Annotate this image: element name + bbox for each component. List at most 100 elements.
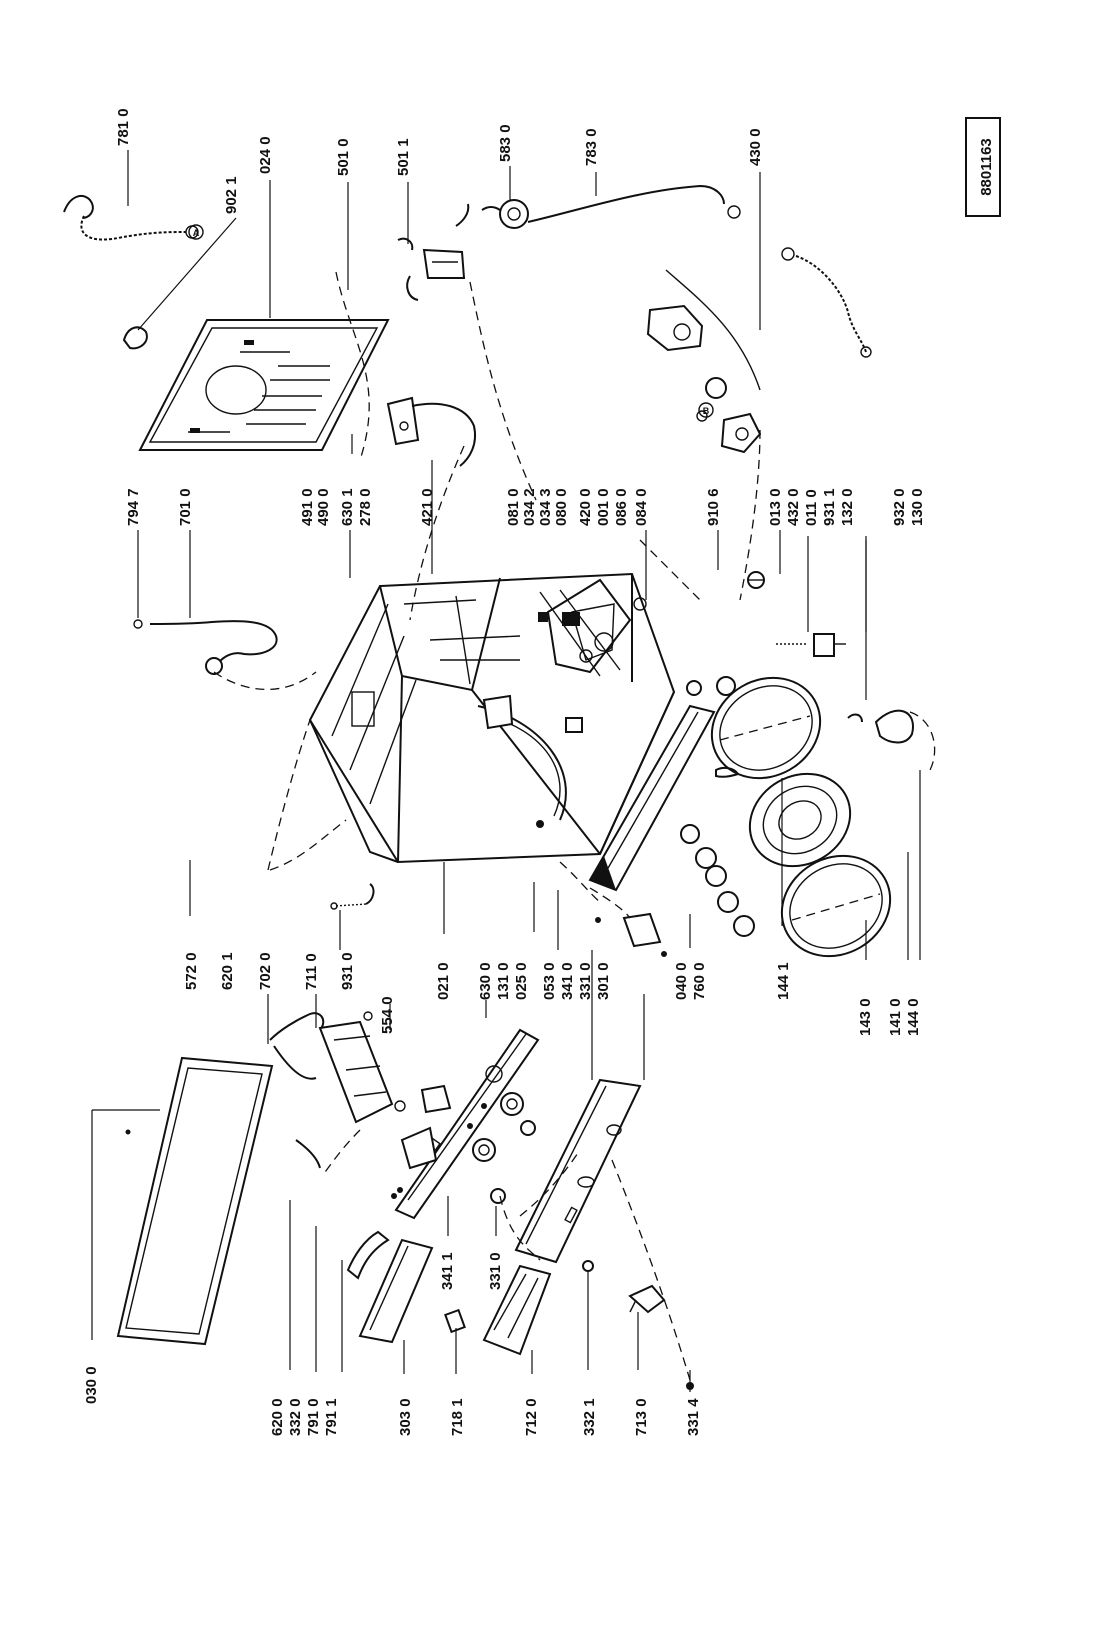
part-drain-pump [646, 269, 762, 454]
part-motor-5010 [397, 203, 470, 301]
ref-marker-a: A [188, 224, 204, 240]
part-control-panel [394, 1028, 540, 1220]
label-3310b: 331 0 [487, 1252, 504, 1290]
part-door-glass [748, 772, 852, 868]
label-1410: 141 0 [887, 998, 904, 1036]
label-7130: 713 0 [633, 1398, 650, 1436]
part-small-7910 [346, 1193, 397, 1280]
part-small-3321 [582, 1260, 594, 1272]
label-9311: 931 1 [821, 488, 838, 526]
label-1441: 144 1 [775, 962, 792, 1000]
label-3030: 303 0 [397, 1398, 414, 1436]
label-1440: 144 0 [905, 998, 922, 1036]
part-knob-insert-3310 [490, 1120, 536, 1204]
part-door-ring-outer [710, 676, 822, 780]
part-labels: 781 0 902 1 024 0 501 0 501 1 583 0 783 … [83, 108, 926, 1436]
part-foot-0130 [747, 571, 765, 589]
label-9106: 910 6 [705, 488, 722, 526]
assembly-guide-lines [213, 271, 761, 1381]
part-knob-3410 [500, 1092, 524, 1116]
svg-text:A: A [193, 228, 200, 238]
label-0400: 040 0 [673, 962, 690, 1000]
label-0300: 030 0 [83, 1366, 100, 1404]
label-3411: 341 1 [439, 1252, 456, 1290]
label-1430: 143 0 [857, 998, 874, 1036]
label-4210: 421 0 [419, 488, 436, 526]
part-pressure-switch [481, 184, 741, 229]
label-3320: 332 0 [287, 1398, 304, 1436]
part-mount-assembly [546, 578, 647, 674]
label-7600: 760 0 [691, 962, 708, 1000]
label-1310: 131 0 [495, 962, 512, 1000]
label-9320: 932 0 [891, 488, 908, 526]
label-4300: 430 0 [747, 128, 764, 166]
label-3314: 331 4 [685, 1398, 702, 1436]
label-7810: 781 0 [115, 108, 132, 146]
label-5830: 583 0 [497, 124, 514, 162]
label-7110: 711 0 [303, 953, 320, 990]
label-0010: 001 0 [595, 488, 612, 526]
label-7120: 712 0 [523, 1398, 540, 1436]
label-4320: 432 0 [785, 488, 802, 526]
drawing-number: 8801163 [978, 138, 995, 196]
part-detergent-drawer [358, 1238, 434, 1344]
part-inlet-hose [133, 619, 278, 675]
label-1300: 130 0 [909, 488, 926, 526]
part-bearing-stack [680, 824, 755, 937]
part-clip-9021 [122, 326, 148, 350]
label-0840: 084 0 [633, 488, 650, 526]
ref-marker-b: B [698, 402, 714, 418]
label-5720: 572 0 [183, 952, 200, 990]
label-6201: 620 1 [219, 952, 236, 990]
part-drain-hose [781, 247, 872, 358]
label-9021: 902 1 [223, 176, 240, 214]
label-0860: 086 0 [613, 488, 630, 526]
label-4200: 420 0 [577, 488, 594, 526]
part-control-fascia [514, 1078, 642, 1264]
label-3010: 301 0 [595, 962, 612, 1000]
drawing-number-box: 8801163 [965, 117, 1001, 217]
label-0250: 025 0 [513, 962, 530, 1000]
label-5540: 554 0 [379, 996, 396, 1034]
label-0342: 034 2 [521, 488, 538, 526]
part-knob-3411 [472, 1138, 496, 1162]
part-switch-5540 [420, 1084, 452, 1114]
part-hose-hook [63, 195, 199, 241]
label-7020: 702 0 [257, 952, 274, 990]
label-7010: 701 0 [177, 488, 194, 526]
label-4900: 490 0 [315, 488, 332, 526]
part-kickplate [588, 704, 716, 892]
label-4910: 491 0 [299, 488, 316, 526]
part-clip-6201 [397, 1187, 403, 1193]
svg-text:B: B [703, 406, 710, 416]
label-7830: 783 0 [583, 128, 600, 166]
part-spring-9310 [330, 883, 375, 910]
label-0130: 013 0 [767, 488, 784, 526]
label-3321: 332 1 [581, 1398, 598, 1436]
part-dispenser-housing [269, 1011, 406, 1169]
part-back-panel [138, 319, 390, 451]
leader-lines [91, 150, 921, 1392]
label-1320: 132 0 [839, 488, 856, 526]
label-7947: 794 7 [125, 488, 142, 526]
label-5011: 501 1 [395, 138, 412, 176]
part-bracket-5720 [267, 719, 347, 871]
part-drawer-interior [444, 1264, 552, 1356]
part-small-7130 [628, 1284, 666, 1314]
part-door-hinge [595, 912, 667, 957]
part-spring-damper [776, 633, 846, 657]
label-2780: 278 0 [357, 488, 374, 526]
label-7181: 718 1 [449, 1398, 466, 1436]
parts-layer: A B [63, 150, 936, 1392]
label-0810: 081 0 [505, 488, 522, 526]
part-hinge-latch [847, 709, 936, 771]
label-6300: 630 0 [477, 962, 494, 1000]
part-cabinet [308, 572, 676, 864]
label-7910: 791 0 [305, 1398, 322, 1436]
part-feet-0110 [686, 676, 736, 696]
label-9310: 931 0 [339, 952, 356, 990]
part-bracket-6301 [386, 396, 476, 467]
part-door-ring-inner [780, 854, 892, 958]
label-0240: 024 0 [257, 136, 274, 174]
